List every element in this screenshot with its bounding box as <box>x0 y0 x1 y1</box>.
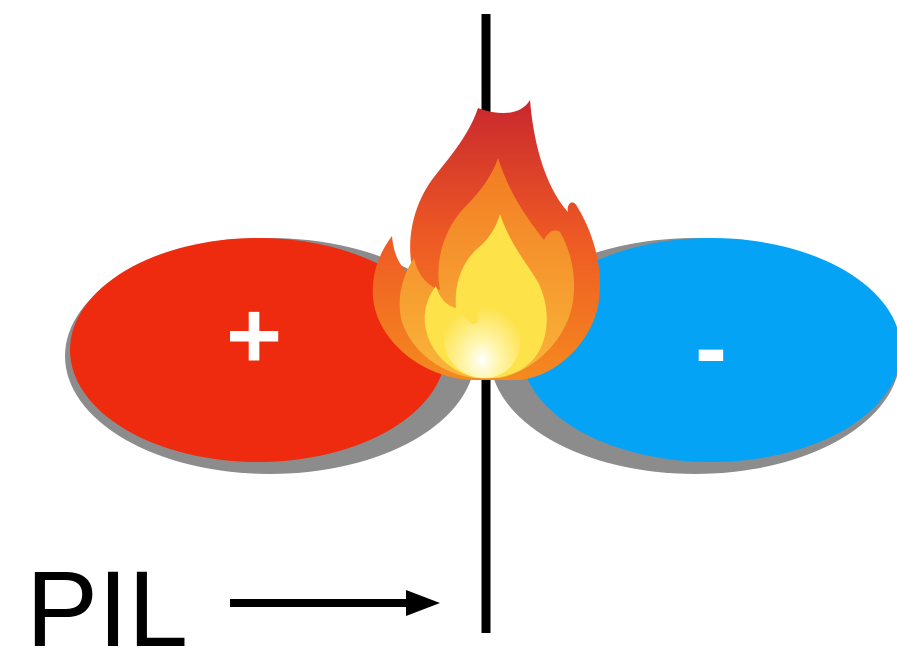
flame-icon <box>372 100 600 380</box>
negative-sign: - <box>695 294 727 401</box>
negative-lobe-body <box>521 238 897 462</box>
flame-core <box>443 288 521 379</box>
positive-sign: + <box>226 282 282 389</box>
arrow-head <box>406 590 440 616</box>
pil-pointer: PIL <box>26 548 440 652</box>
right-arrow-icon <box>230 590 440 616</box>
positive-lobe-body <box>70 238 446 462</box>
positive-lobe: + <box>65 238 475 474</box>
pil-label: PIL <box>26 548 188 652</box>
